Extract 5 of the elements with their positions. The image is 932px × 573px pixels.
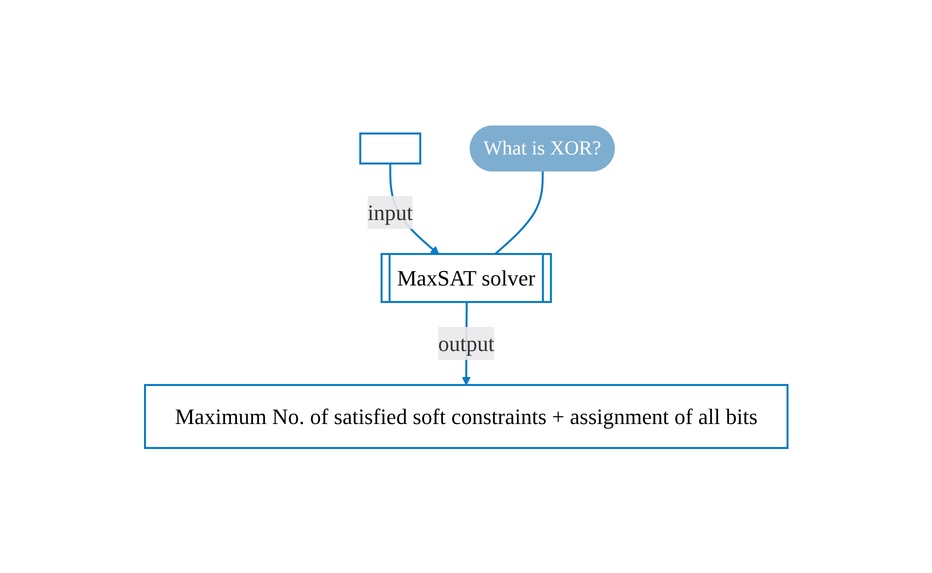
edge-label: output xyxy=(438,330,494,356)
edge-label: input xyxy=(367,200,413,224)
node-box: Maximum No. of satisfied soft constraints + assignment of all bits xyxy=(144,384,788,448)
node-box xyxy=(359,132,421,164)
connector xyxy=(494,170,544,255)
